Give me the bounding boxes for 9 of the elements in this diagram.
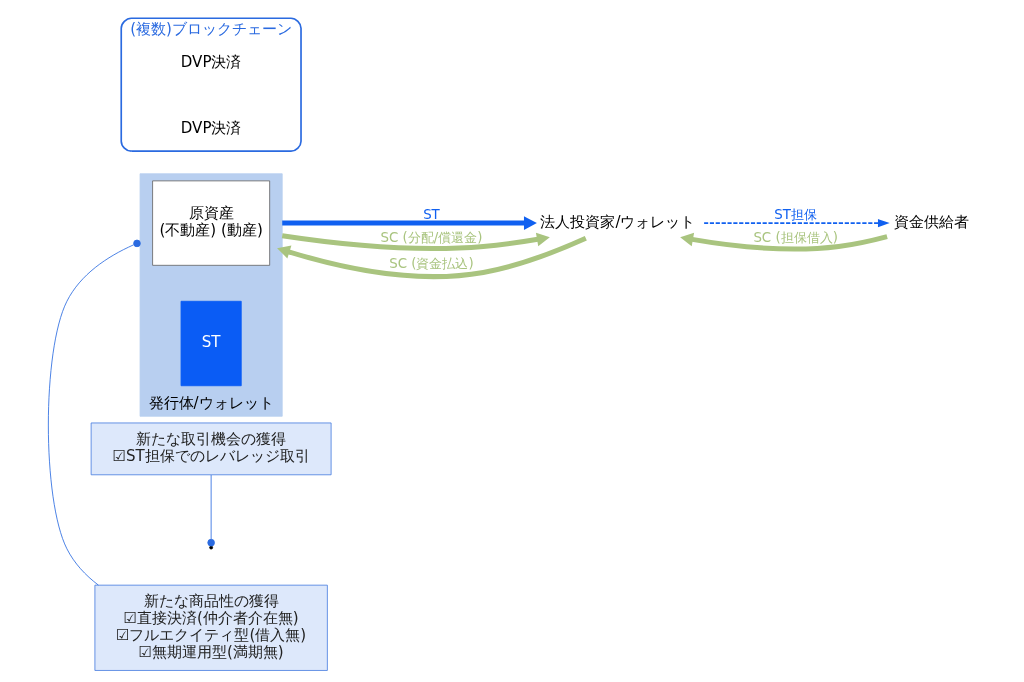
node-text: 資金供給者 bbox=[893, 212, 969, 231]
node-text: DVP決済 bbox=[180, 53, 241, 72]
node-text: 法人投資家/ウォレット bbox=[539, 212, 695, 231]
edge-label: SC (担保借入) bbox=[752, 230, 838, 246]
edge-label: SC (資金払込) bbox=[388, 256, 474, 272]
edge-label: ST担保 bbox=[773, 206, 817, 222]
node-text: DVP決済 bbox=[180, 119, 241, 138]
edge-label: SC (分配/償還金) bbox=[379, 230, 482, 246]
edge-label: ST bbox=[422, 206, 440, 222]
